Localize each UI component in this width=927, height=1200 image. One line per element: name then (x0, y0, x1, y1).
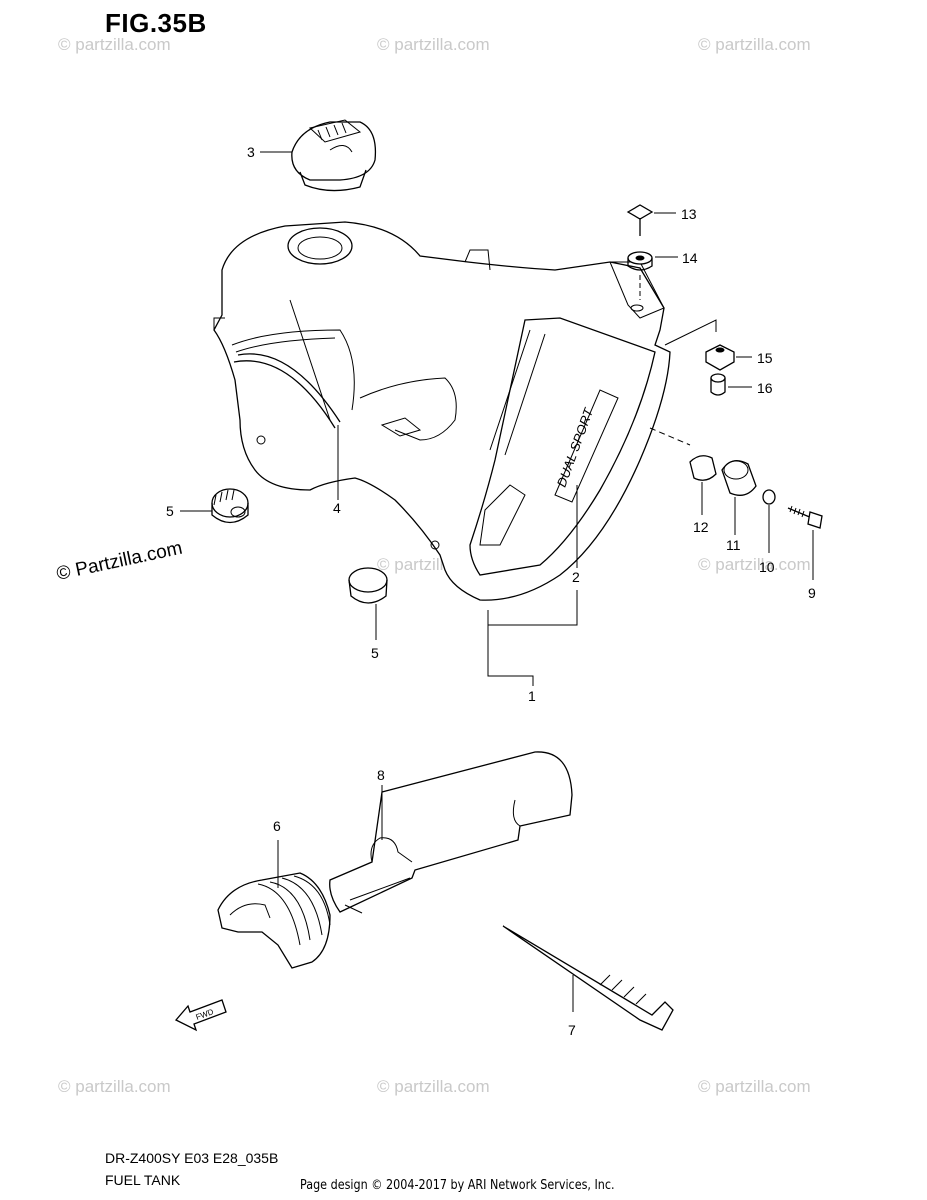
watermark-main: © Partzilla.com (55, 538, 185, 585)
callout-3: 3 (247, 144, 255, 160)
watermark-layer: © partzilla.com © partzilla.com © partzi… (55, 35, 811, 1096)
bolt-9: 9 (787, 505, 823, 601)
cushion-5b: 5 (348, 567, 388, 661)
hardware-bolt-13: 13 (626, 204, 697, 236)
callout-5b: 5 (371, 645, 379, 661)
protector-8: 8 (329, 751, 573, 914)
watermark: © partzilla.com (377, 1077, 490, 1096)
callout-4: 4 (333, 500, 341, 516)
callout-5a: 5 (166, 503, 174, 519)
fuel-tank: DUAL SPORT 2 1 (213, 221, 671, 704)
clamp-6: 6 (217, 818, 331, 969)
callout-2: 2 (572, 569, 580, 585)
cushion-12: 12 (689, 455, 717, 535)
callout-11: 11 (726, 537, 741, 553)
cushion-11: 11 (721, 459, 757, 553)
hardware-collar-16: 16 (710, 373, 773, 396)
cushion-5a: 5 (166, 488, 249, 524)
cable-tie-7: 7 (502, 925, 674, 1038)
leader-line (649, 427, 691, 446)
hardware-washer-14: 14 (627, 250, 698, 300)
callout-15: 15 (757, 350, 773, 366)
callout-16: 16 (757, 380, 773, 396)
leader-line (664, 319, 717, 346)
footer-section-name: FUEL TANK (105, 1172, 181, 1188)
figure-title: FIG.35B (105, 8, 207, 38)
watermark: © partzilla.com (377, 35, 490, 54)
callout-14: 14 (682, 250, 698, 266)
fuel-cap: 3 (247, 119, 377, 192)
callout-6: 6 (273, 818, 281, 834)
footer-model-code: DR-Z400SY E03 E28_035B (105, 1150, 279, 1166)
hardware-grommet-15: 15 (705, 344, 773, 371)
watermark: © partzilla.com (698, 35, 811, 54)
watermark: © partzilla.com (58, 1077, 171, 1096)
callout-8: 8 (377, 767, 385, 783)
callout-1: 1 (528, 688, 536, 704)
watermark: © partzilla.com (58, 35, 171, 54)
watermark: © partzilla.com (698, 555, 811, 574)
callout-7: 7 (568, 1022, 576, 1038)
footer-credit: Page design © 2004-2017 by ARI Network S… (300, 1178, 615, 1193)
callout-9: 9 (808, 585, 816, 601)
breather-hose: 4 (233, 353, 341, 516)
callout-12: 12 (693, 519, 709, 535)
forward-arrow-icon: FWD (174, 999, 227, 1032)
watermark: © partzilla.com (698, 1077, 811, 1096)
callout-10: 10 (759, 559, 775, 575)
washer-10: 10 (759, 489, 776, 575)
callout-13: 13 (681, 206, 697, 222)
